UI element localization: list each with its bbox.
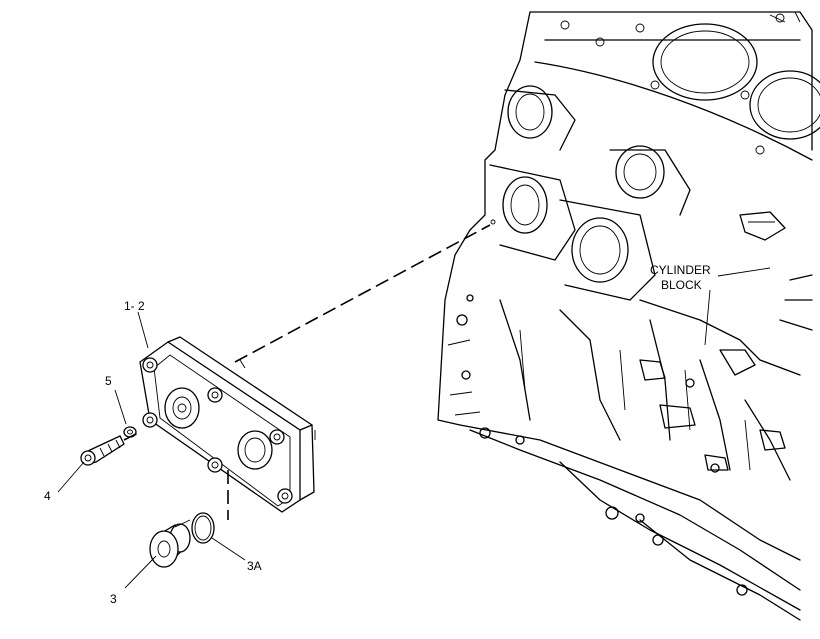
label-part-1-2: 1- 2 xyxy=(124,299,145,313)
plug-part-3 xyxy=(149,519,191,568)
label-part-3a: 3A xyxy=(247,559,262,573)
cylinder-block xyxy=(437,11,820,621)
label-cylinder-line-1: CYLINDER xyxy=(650,263,711,277)
label-part-4: 4 xyxy=(44,489,51,503)
label-part-3: 3 xyxy=(110,592,117,606)
label-cylinder-line-2: BLOCK xyxy=(661,278,702,292)
cover-plate xyxy=(139,336,316,513)
o-ring-part-3a xyxy=(191,512,215,544)
bolt-part-4 xyxy=(80,431,141,466)
label-part-5: 5 xyxy=(105,374,112,388)
assembly-line-plate-to-block xyxy=(234,224,491,363)
